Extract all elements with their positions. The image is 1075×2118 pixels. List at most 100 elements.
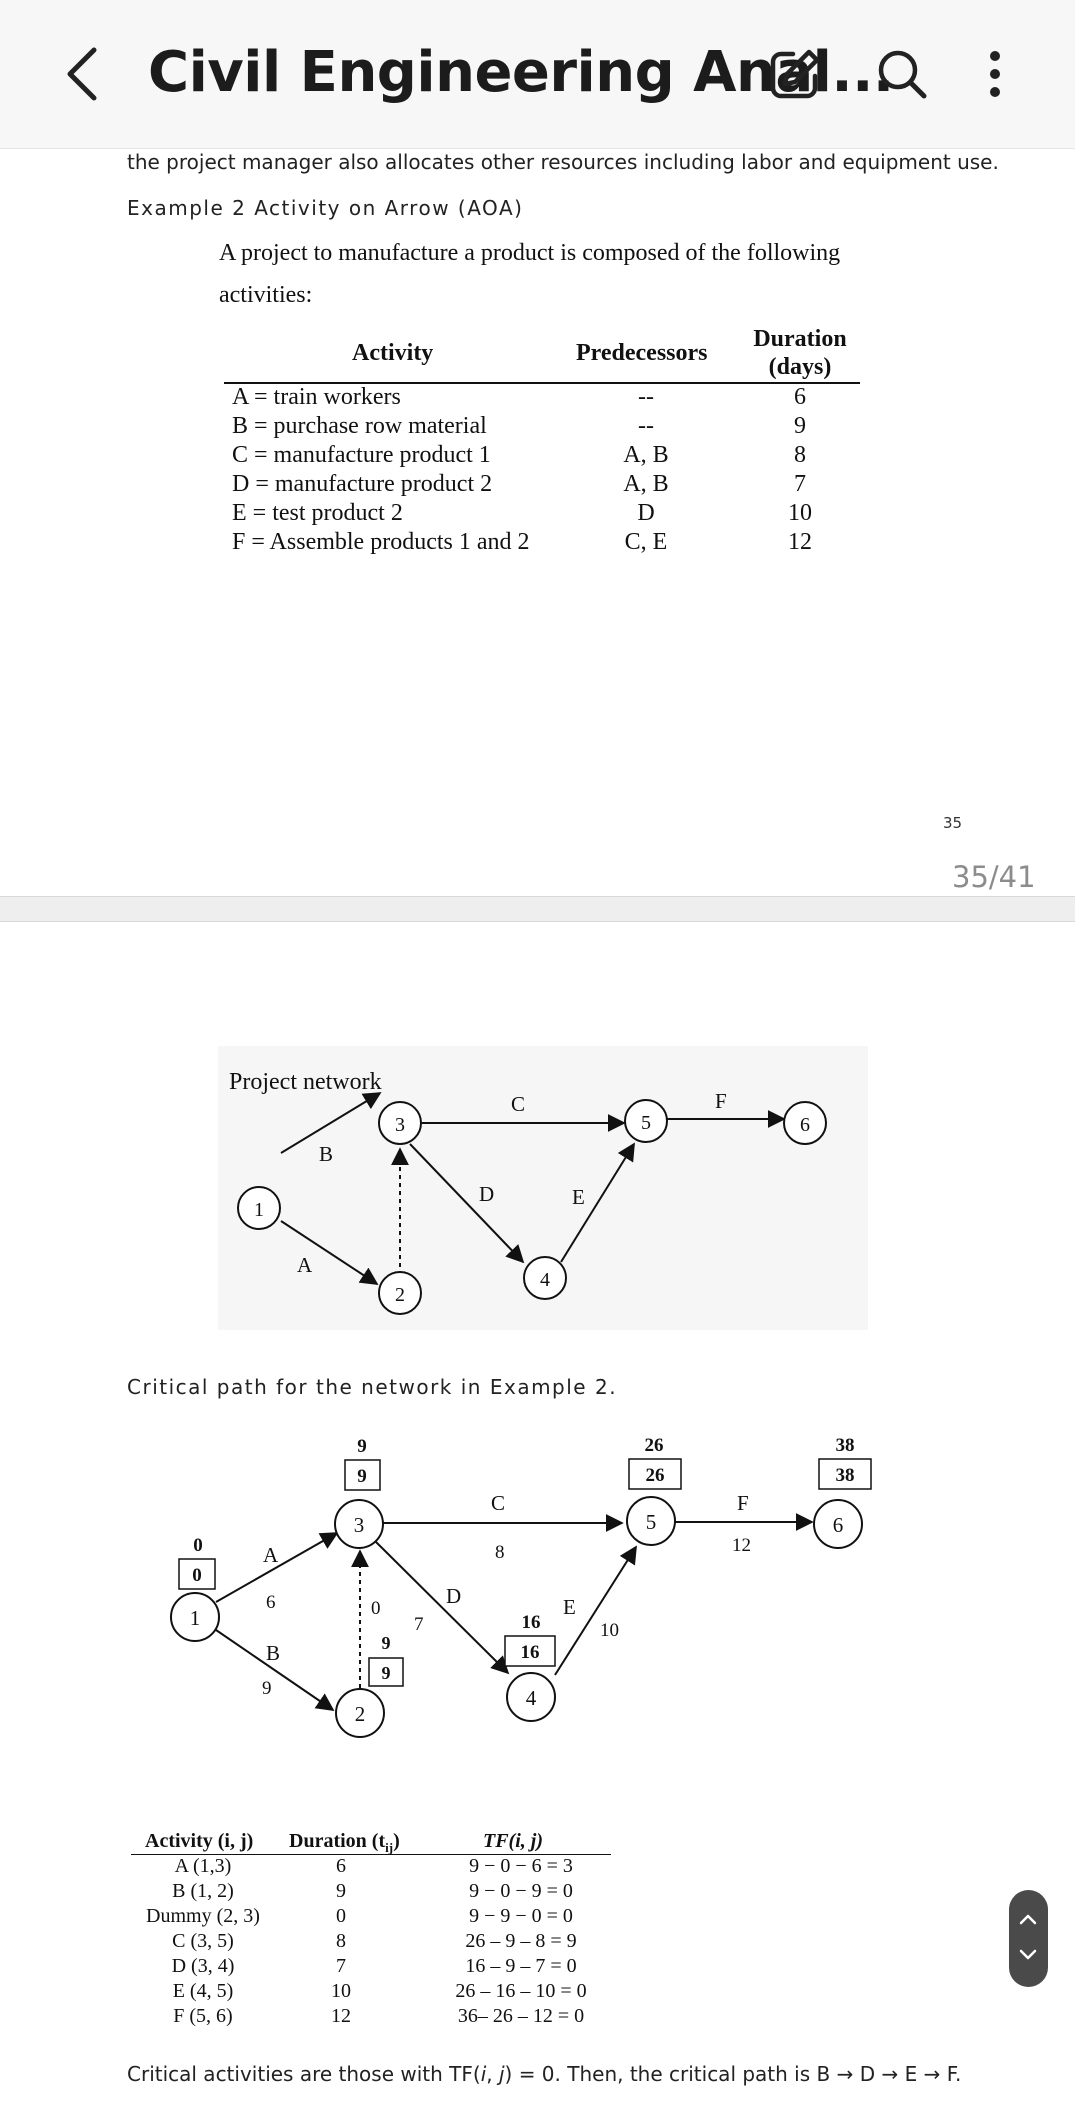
edge-label: D <box>479 1182 494 1206</box>
problem-text-line-2: activities: <box>219 282 313 308</box>
event-time: 16 <box>522 1612 541 1633</box>
edge-duration: 9 <box>262 1678 272 1699</box>
svg-text:2: 2 <box>395 1284 405 1306</box>
svg-text:2: 2 <box>355 1702 366 1726</box>
edge-duration: 0 <box>371 1598 381 1619</box>
edge-label: C <box>511 1092 525 1116</box>
event-time: 9 <box>357 1436 367 1457</box>
table-row: A = train workers--6 <box>232 384 806 410</box>
network-node: 4 <box>523 1256 567 1300</box>
edge-label: C <box>491 1491 505 1515</box>
edge-label: F <box>737 1491 749 1515</box>
event-time: 9 <box>382 1633 391 1653</box>
svg-text:6: 6 <box>833 1513 844 1537</box>
edge-label: E <box>572 1185 585 1209</box>
svg-text:5: 5 <box>646 1510 657 1534</box>
event-time-box <box>628 1458 682 1490</box>
network-node: 2 <box>378 1271 422 1315</box>
search-icon <box>878 50 927 99</box>
header-total-float: TF(i, j) <box>483 1830 543 1852</box>
example-heading: Example 2 Activity on Arrow (AOA) <box>127 196 524 220</box>
svg-text:1: 1 <box>254 1199 264 1221</box>
event-time-box <box>504 1635 556 1667</box>
network-node: 5 <box>624 1099 668 1143</box>
total-float-table-header: Activity (i, j) Duration (tij) TF(i, j) <box>131 1830 611 1855</box>
edge-duration: 8 <box>495 1542 505 1563</box>
edit-button[interactable] <box>767 46 823 102</box>
edge-A <box>215 1532 339 1603</box>
critical-path-caption: Critical path for the network in Example… <box>127 1375 618 1399</box>
app-bar: Civil Engineering Anal... <box>0 0 1075 149</box>
event-time: 0 <box>193 1535 203 1556</box>
svg-text:9: 9 <box>357 1466 367 1487</box>
svg-text:4: 4 <box>540 1269 550 1291</box>
intro-text: the project manager also allocates other… <box>127 150 999 174</box>
edge-label: A <box>263 1543 279 1567</box>
critical-path-diagram: 1 0 0 2 9 9 3 9 9 4 16 16 5 26 26 6 38 3… <box>170 1435 872 1738</box>
edge-label: A <box>297 1253 313 1277</box>
conclusion-text: Critical activities are those with TF(i,… <box>127 2062 962 2086</box>
page-separator <box>0 896 1075 922</box>
activity-table: Activity Predecessors Duration (days) A … <box>224 326 860 558</box>
back-button[interactable] <box>58 46 108 102</box>
page-number: 35 <box>943 814 963 832</box>
header-predecessors: Predecessors <box>576 340 708 366</box>
svg-text:5: 5 <box>641 1112 651 1134</box>
edge-D <box>375 1541 510 1675</box>
svg-text:3: 3 <box>395 1114 405 1136</box>
svg-text:6: 6 <box>800 1114 810 1136</box>
event-time: 26 <box>645 1435 664 1456</box>
edge-duration: 12 <box>732 1535 751 1556</box>
edge-label: E <box>563 1595 576 1619</box>
event-time-box <box>818 1458 872 1490</box>
svg-text:3: 3 <box>354 1513 365 1537</box>
edge-E <box>560 1142 635 1263</box>
network-node: 2 <box>335 1688 385 1738</box>
svg-text:1: 1 <box>190 1606 201 1630</box>
page-counter: 35/41 <box>952 860 1036 894</box>
chevron-up-icon[interactable] <box>1018 1912 1038 1926</box>
header-duration-unit: (days) <box>768 354 832 380</box>
svg-text:9: 9 <box>382 1663 391 1683</box>
network-node: 6 <box>813 1499 863 1549</box>
svg-text:16: 16 <box>521 1642 540 1663</box>
edge-duration: 6 <box>266 1592 276 1613</box>
network-node: 4 <box>506 1672 556 1722</box>
event-time-box <box>178 1558 216 1590</box>
activity-table-header: Activity Predecessors Duration (days) <box>224 326 860 384</box>
edge-duration: 10 <box>600 1620 619 1641</box>
network-node: 5 <box>626 1496 676 1546</box>
edge-label: B <box>266 1641 280 1665</box>
network-title: Project network <box>229 1069 382 1095</box>
header-activity: Activity <box>352 340 434 366</box>
edge-B <box>280 1092 382 1154</box>
edit-icon <box>770 49 820 99</box>
network-node: 1 <box>170 1592 220 1642</box>
svg-text:26: 26 <box>646 1465 665 1486</box>
header-duration: Duration (tij) <box>289 1830 400 1855</box>
edge-E <box>554 1545 637 1676</box>
search-button[interactable] <box>874 46 930 102</box>
problem-text-line-1: A project to manufacture a product is co… <box>219 240 841 266</box>
chevron-down-icon[interactable] <box>1018 1948 1038 1962</box>
network-node: 6 <box>783 1101 827 1145</box>
more-options-button[interactable] <box>970 46 1020 102</box>
network-node: 3 <box>378 1101 422 1145</box>
edge-label: F <box>715 1089 727 1113</box>
header-duration: Duration <box>753 326 847 352</box>
document-title: Civil Engineering Anal... <box>148 40 894 105</box>
table-row: B = purchase row material--9 <box>232 413 806 439</box>
page-nav-control[interactable] <box>1009 1890 1048 1987</box>
edge-duration: 7 <box>414 1614 424 1635</box>
edge-label: B <box>319 1142 333 1166</box>
